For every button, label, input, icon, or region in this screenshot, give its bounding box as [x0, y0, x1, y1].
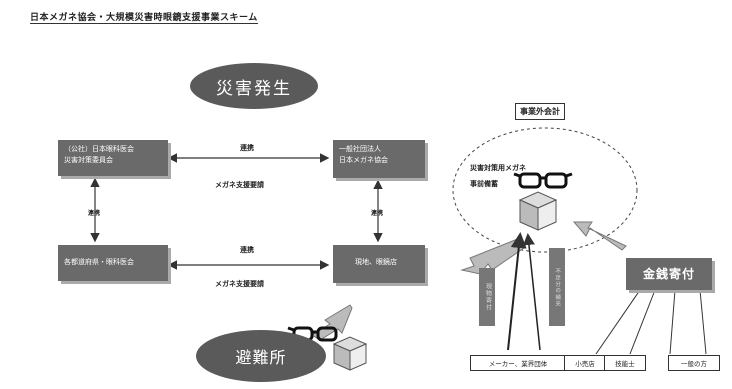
bottom-request-label: メガネ支援要請 [215, 280, 264, 288]
donor-retailer: 小売店 [564, 355, 606, 371]
node-glasses-association: 一般社団法人 日本メガネ協会 [333, 140, 425, 178]
donor-line-2 [522, 233, 541, 351]
top-request-label: メガネ支援要請 [215, 181, 264, 189]
node-prefecture-ophthalmology: 各都道府県・眼科医会 [58, 245, 168, 281]
in-kind-donation-box: 現物寄付 [479, 268, 495, 326]
donor-line-1 [507, 232, 527, 351]
disaster-ellipse: 災害発生 [190, 63, 318, 109]
shortage-supply-box: 不足分の補充 [549, 248, 565, 326]
top-coop-label: 連携 [240, 144, 254, 152]
page-title: 日本メガネ協会・大規模災害時眼鏡支援事業スキーム [30, 10, 258, 24]
stock-box-icon [518, 191, 558, 231]
shelter-ellipse: 避難所 [196, 330, 326, 382]
external-account-ellipse [452, 127, 638, 253]
shelter-label: 避難所 [235, 348, 287, 367]
right-coop-label: 連携 [371, 210, 384, 217]
donor-manufacturer: メーカー、業界団体 [470, 355, 566, 371]
bottom-coop-label: 連携 [240, 246, 254, 254]
reserve-label-1: 災害対策用メガネ [470, 164, 526, 172]
node-ophthalmology-association: （公社）日本眼科医会 災害対策委員会 [58, 140, 168, 176]
donor-technician: 技能士 [604, 355, 646, 371]
node-local-optical-store: 現地、眼鏡店 [333, 245, 425, 283]
glasses-icon [513, 172, 573, 189]
donor-general-public: 一般の方 [668, 355, 720, 371]
reserve-label-2: 事前備蓄 [470, 180, 498, 188]
monetary-donation-box: 金銭寄付 [626, 258, 712, 290]
donation-line-1 [595, 289, 641, 355]
donation-line-3 [669, 289, 676, 355]
donation-line-2 [629, 289, 656, 355]
left-coop-label: 連携 [88, 210, 101, 217]
shelter-box-icon [332, 336, 368, 371]
disaster-label: 災害発生 [216, 78, 292, 99]
arrow-from-donation [572, 221, 627, 251]
external-account-label: 事業外会計 [515, 103, 565, 120]
donation-line-4 [699, 289, 707, 355]
